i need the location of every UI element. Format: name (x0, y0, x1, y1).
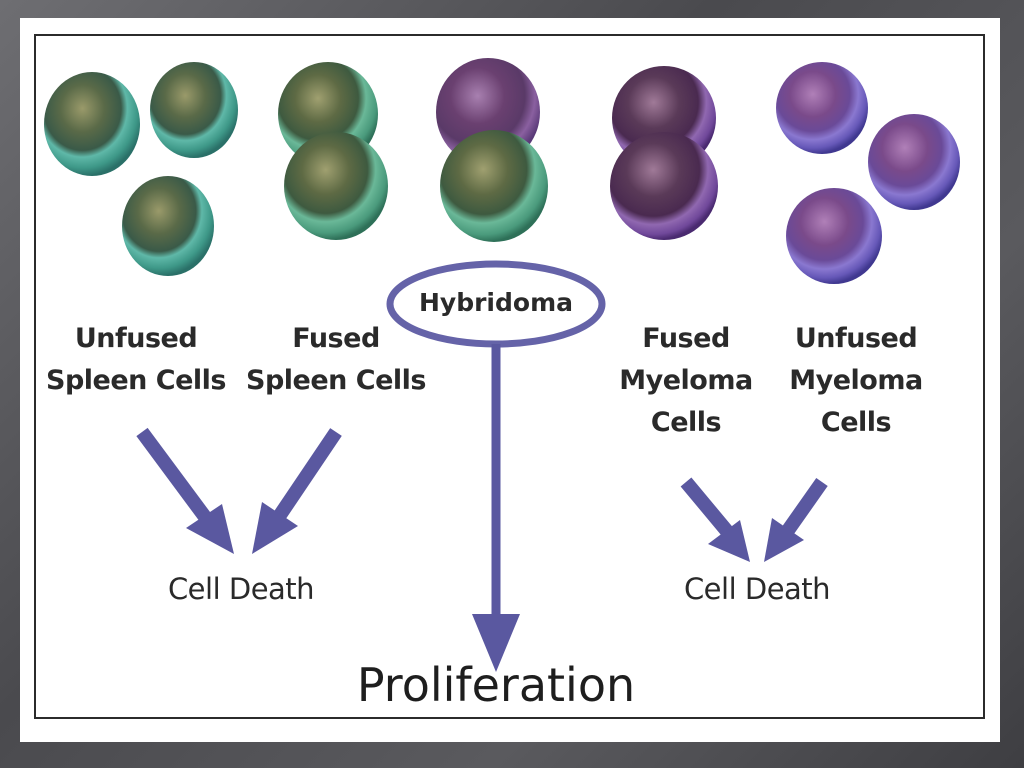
diagram-panel: Unfused Spleen Cells Fused Spleen Cells … (34, 34, 985, 719)
arrow-unfused-myeloma (778, 477, 828, 541)
label-line: Unfused (794, 323, 918, 354)
label-unfused-myeloma-cells: Unfused Myeloma Cells (756, 318, 956, 444)
arrows (136, 344, 828, 672)
label-line: Cells (820, 407, 892, 438)
hybridoma-cell-bottom (440, 130, 548, 242)
slide: Unfused Spleen Cells Fused Spleen Cells … (20, 18, 1000, 742)
label-cell-death-right: Cell Death (683, 572, 831, 606)
arrow-head (708, 520, 750, 562)
unfused-myeloma-cells (776, 62, 960, 284)
label-fused-myeloma-cells: Fused Myeloma Cells (586, 318, 786, 444)
arrow-fused-spleen (270, 428, 342, 525)
spleen-cell (44, 72, 140, 176)
label-cell-death-left: Cell Death (167, 572, 315, 606)
myeloma-cell (868, 114, 960, 210)
label-proliferation: Proliferation (356, 658, 636, 712)
label-line: Myeloma (619, 365, 753, 396)
hybridoma-cells (436, 58, 548, 242)
spleen-cell (122, 176, 214, 276)
myeloma-cell (776, 62, 868, 154)
label-line: Spleen Cells (246, 365, 426, 396)
fused-myeloma-cells (610, 66, 718, 240)
label-unfused-spleen-cells: Unfused Spleen Cells (36, 318, 236, 402)
fused-spleen-cell-bottom (284, 132, 388, 240)
label-fused-spleen-cells: Fused Spleen Cells (236, 318, 436, 402)
spleen-cell (150, 62, 238, 158)
label-line: Cells (650, 407, 722, 438)
arrow-unfused-spleen (136, 427, 214, 526)
arrow-head (472, 614, 520, 672)
arrow-head (764, 518, 804, 562)
unfused-spleen-cells (44, 62, 238, 276)
fused-myeloma-cell-bottom (610, 132, 718, 240)
arrow-head (252, 502, 298, 554)
diagram-graphics (44, 58, 960, 672)
fused-spleen-cells (278, 62, 388, 240)
label-line: Myeloma (789, 365, 923, 396)
label-hybridoma: Hybridoma (418, 288, 573, 317)
label-line: Unfused (74, 323, 198, 354)
label-line: Spleen Cells (46, 365, 226, 396)
label-line: Fused (642, 323, 730, 354)
arrow-fused-myeloma (680, 477, 737, 541)
arrow-head (186, 504, 234, 554)
label-line: Fused (292, 323, 380, 354)
myeloma-cell (786, 188, 882, 284)
